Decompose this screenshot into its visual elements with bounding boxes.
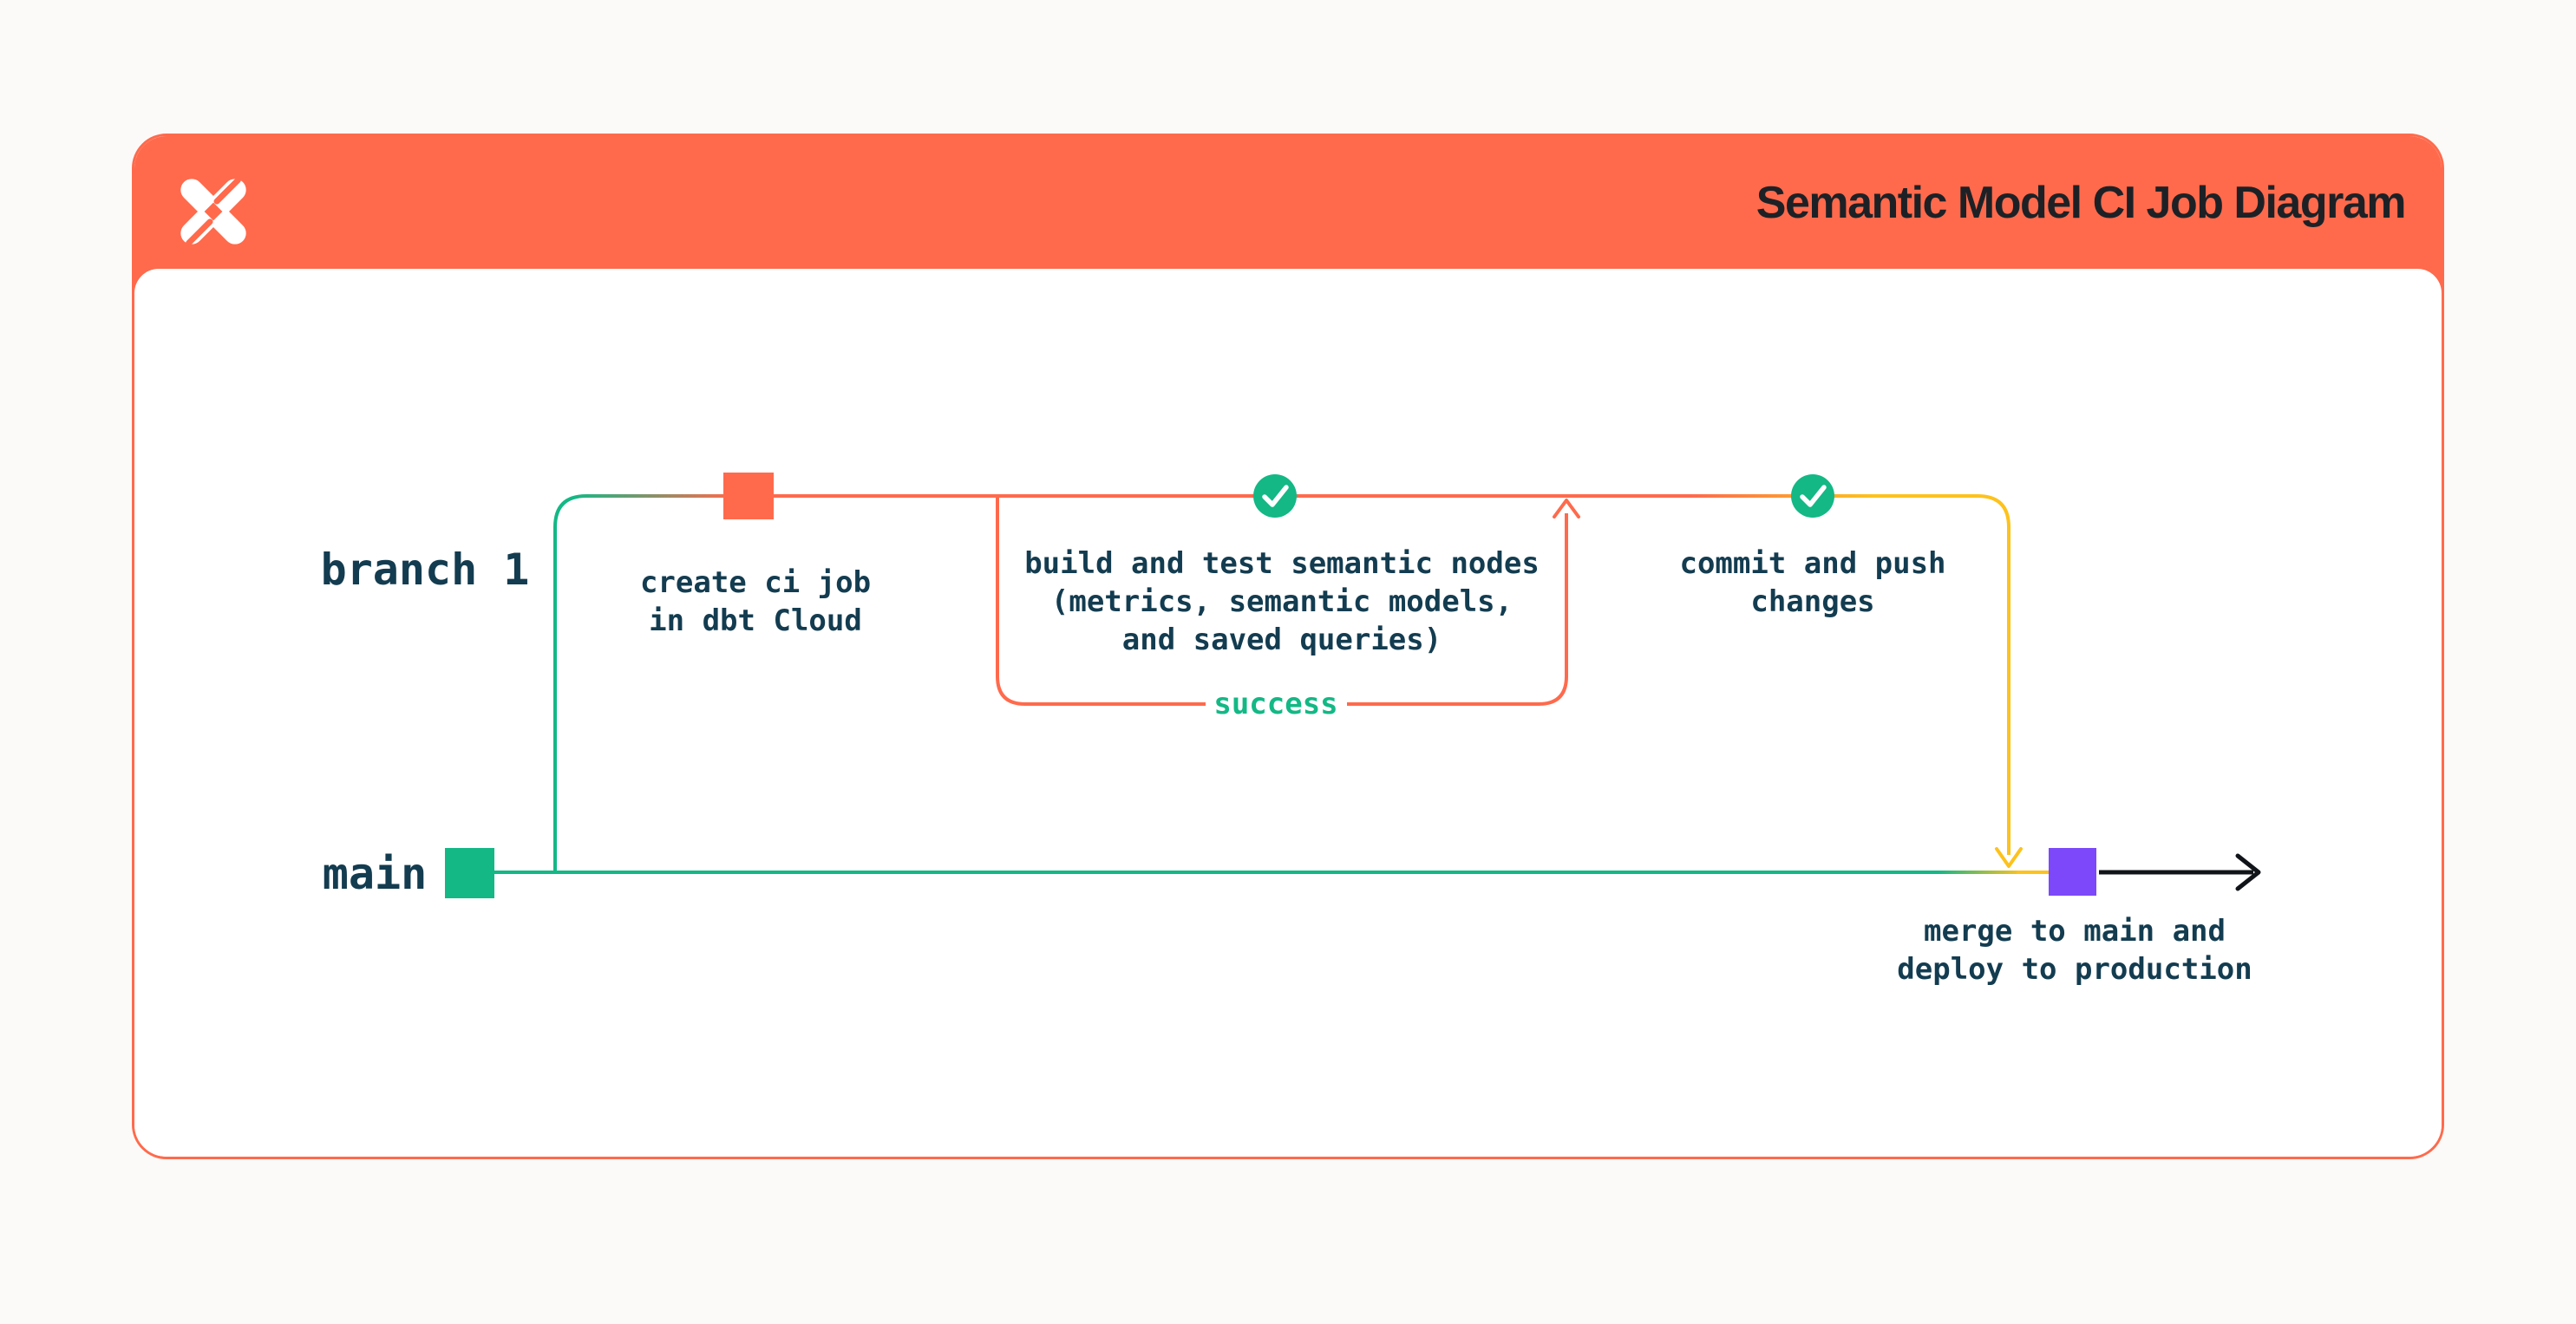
caption-line: build and test semantic nodes: [1024, 546, 1540, 581]
success-label: success: [1213, 687, 1338, 721]
commit-node-main: [445, 848, 494, 898]
caption-line: merge to main and: [1924, 914, 2226, 949]
caption-line: in dbt Cloud: [649, 603, 862, 638]
dbt-logo-icon: [180, 177, 246, 246]
branch-label: branch 1: [320, 545, 530, 595]
diagram-card: Semantic Model CI Job Diagram: [132, 134, 2444, 1159]
branch-line-yellow: [1873, 494, 2010, 855]
card-body: [134, 269, 2442, 1157]
page-title: Semantic Model CI Job Diagram: [1755, 177, 2407, 228]
step-commit-push-caption: commit and push changes: [1679, 545, 1945, 621]
down-arrow-icon: [1995, 847, 2023, 868]
step-merge-deploy-caption: merge to main and deploy to production: [1897, 912, 2252, 988]
caption-line: changes: [1750, 584, 1875, 619]
caption-line: commit and push: [1679, 546, 1946, 581]
caption-line: create ci job: [639, 565, 872, 600]
step-build-test-caption: build and test semantic nodes (metrics, …: [1024, 545, 1540, 659]
branch-line-start: [553, 494, 736, 871]
main-label: main: [322, 849, 428, 899]
right-arrow-icon: [2235, 853, 2261, 891]
check-icon: [1791, 474, 1834, 518]
commit-node-merge: [2049, 848, 2096, 896]
caption-line: (metrics, semantic models,: [1050, 584, 1514, 619]
commit-node-create-ci: [723, 473, 774, 519]
caption-line: and saved queries): [1121, 623, 1442, 657]
caption-line: deploy to production: [1897, 952, 2252, 987]
step-create-ci-caption: create ci job in dbt Cloud: [640, 564, 871, 640]
success-loop-left: [996, 498, 1206, 706]
up-arrow-icon: [1553, 499, 1580, 519]
check-icon: [1253, 474, 1297, 518]
success-loop-right: [1347, 513, 1568, 706]
card-header: [134, 136, 2442, 293]
